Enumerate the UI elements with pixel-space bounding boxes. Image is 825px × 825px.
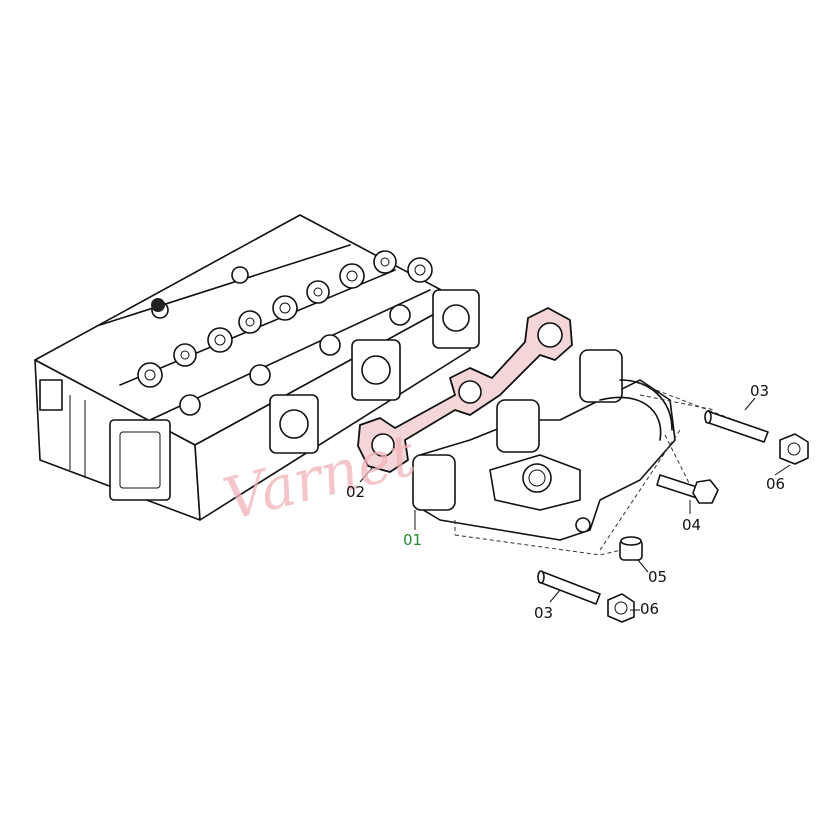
label-manifold: 01 [403, 531, 422, 549]
stud-upper [704, 410, 769, 443]
valve-ports [137, 250, 433, 416]
spacer [619, 536, 643, 561]
nut-lower [607, 593, 635, 623]
stud-lower [537, 570, 601, 605]
exhaust-ports [269, 289, 480, 454]
bolt [656, 474, 719, 504]
label-gasket: 02 [346, 483, 365, 501]
label-nut-upper: 06 [766, 475, 785, 493]
exhaust-gasket [357, 307, 573, 473]
label-stud-lower: 03 [534, 604, 553, 622]
leader-lines [359, 397, 791, 611]
exhaust-manifold [412, 349, 676, 541]
label-nut-lower: 06 [640, 600, 659, 618]
label-stud-upper: 03 [750, 382, 769, 400]
alignment-lines [454, 379, 761, 556]
label-spacer: 05 [648, 568, 667, 586]
cylinder-head [34, 214, 480, 521]
label-bolt: 04 [682, 516, 701, 534]
nut-upper [779, 433, 809, 465]
